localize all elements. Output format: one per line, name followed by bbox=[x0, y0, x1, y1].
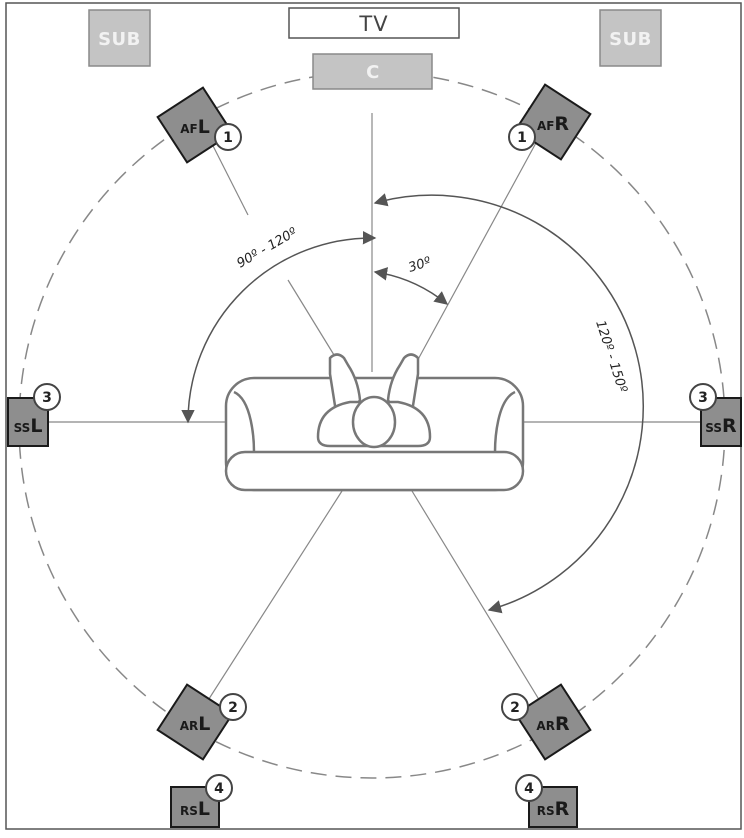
svg-text:AFR: AFR bbox=[537, 113, 569, 135]
svg-text:RSR: RSR bbox=[537, 798, 570, 820]
speaker-afl-prefix: AF bbox=[180, 122, 197, 136]
badge-ssr-number: 3 bbox=[698, 390, 708, 406]
afr-line bbox=[414, 129, 544, 366]
speaker-afr-side: R bbox=[554, 113, 569, 135]
svg-text:AFL: AFL bbox=[180, 116, 210, 138]
sub-left-box bbox=[88, 9, 151, 67]
sub-left-label: SUB bbox=[98, 29, 141, 50]
svg-text:ARL: ARL bbox=[180, 713, 211, 735]
svg-text:RSL: RSL bbox=[180, 798, 210, 820]
speaker-arl-side: L bbox=[198, 713, 210, 735]
sub-right-label: SUB bbox=[609, 29, 652, 50]
speaker-arr: ARR bbox=[514, 683, 592, 761]
badge-rsr-number: 4 bbox=[524, 781, 534, 797]
angle-arcs bbox=[181, 193, 645, 614]
speaker-rsr-prefix: RS bbox=[537, 804, 555, 818]
angle-label-front: 30º bbox=[407, 255, 433, 276]
speaker-ssl-prefix: SS bbox=[14, 421, 31, 435]
badge-arr-number: 2 bbox=[510, 700, 520, 716]
tv-label: TV bbox=[358, 12, 388, 36]
speaker-rsr-side: R bbox=[555, 798, 570, 820]
sofa-right-arm-line bbox=[493, 390, 516, 453]
svg-text:SSR: SSR bbox=[705, 415, 737, 437]
badge-afl-number: 1 bbox=[223, 130, 233, 146]
badge-ssr bbox=[689, 383, 717, 411]
tv-box bbox=[288, 7, 460, 39]
speaker-arl-prefix: AR bbox=[180, 719, 199, 733]
sofa-seat bbox=[224, 450, 525, 492]
speaker-ssr bbox=[700, 397, 742, 447]
speaker-afr-prefix: AF bbox=[537, 119, 554, 133]
arr-line bbox=[411, 490, 550, 717]
speaker-rsl-prefix: RS bbox=[180, 804, 198, 818]
listener-figure bbox=[316, 353, 432, 449]
speaker-arl: ARL bbox=[156, 683, 234, 761]
speaker-ssr-prefix: SS bbox=[705, 421, 722, 435]
badge-ssl bbox=[33, 383, 61, 411]
listener-head bbox=[351, 395, 397, 449]
badge-arl-number: 2 bbox=[228, 700, 238, 716]
badge-ssl-number: 3 bbox=[42, 390, 52, 406]
angle-label-rear: 120º - 150º bbox=[592, 319, 629, 395]
speaker-afl-side: L bbox=[198, 116, 210, 138]
speaker-arr-side: R bbox=[555, 713, 570, 735]
speaker-afl: AFL bbox=[156, 86, 234, 164]
speaker-ssl-side: L bbox=[30, 415, 42, 437]
speaker-rsl-side: L bbox=[198, 798, 210, 820]
sofa-left-arm-line bbox=[233, 390, 256, 453]
arc-30 bbox=[373, 267, 449, 305]
badge-rsr bbox=[515, 774, 543, 802]
sub-right-box bbox=[599, 9, 662, 67]
arc-120-150 bbox=[373, 193, 645, 614]
arc-90-120 bbox=[181, 231, 377, 424]
speaker-ssr-side: R bbox=[722, 415, 737, 437]
badge-afl bbox=[214, 123, 242, 151]
badge-arl bbox=[219, 693, 247, 721]
center-speaker-label: C bbox=[366, 62, 380, 83]
badge-afr bbox=[508, 123, 536, 151]
badge-rsl-number: 4 bbox=[214, 781, 224, 797]
angle-label-side: 90º - 120º bbox=[235, 225, 300, 271]
arl-line bbox=[197, 490, 343, 717]
center-speaker-box bbox=[312, 53, 433, 90]
speaker-arr-prefix: AR bbox=[536, 719, 555, 733]
badge-arr bbox=[501, 693, 529, 721]
badge-afr-number: 1 bbox=[517, 130, 527, 146]
svg-text:SSL: SSL bbox=[14, 415, 43, 437]
badge-rsl bbox=[205, 774, 233, 802]
svg-text:ARR: ARR bbox=[536, 713, 570, 735]
